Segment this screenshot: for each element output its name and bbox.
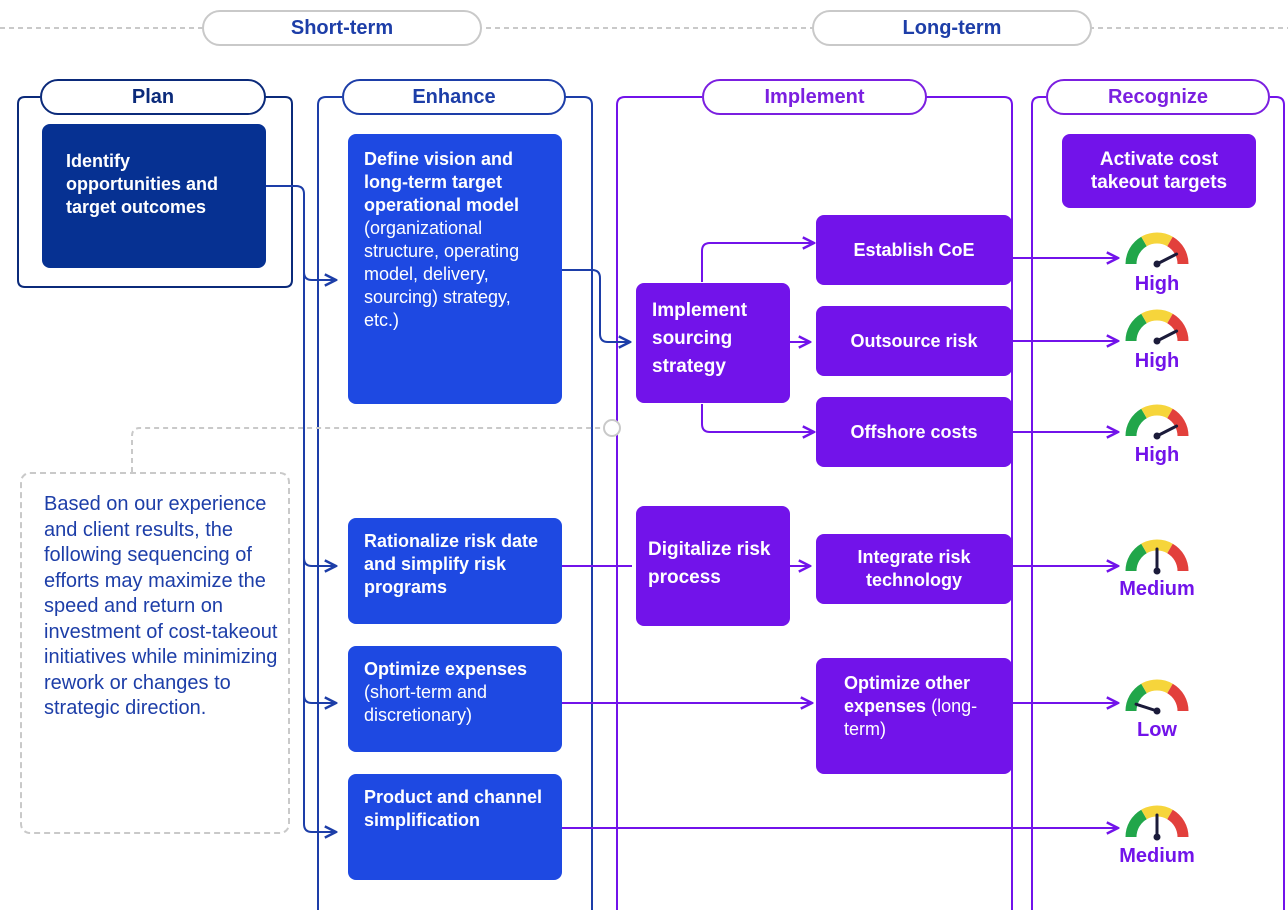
gauge-needle [1155, 424, 1179, 438]
note-connector-end [603, 419, 621, 437]
digitalize-risk-box: Digitalize risk process [636, 506, 790, 626]
rating-label: Medium [1119, 845, 1195, 867]
gauge-yellow-segment [1141, 404, 1173, 419]
gauge-yellow-segment [1141, 539, 1173, 554]
vision-to-sourcing [562, 269, 630, 342]
rating-label: High [1134, 350, 1180, 372]
rationalize-risk-box: Rationalize risk date and simplify risk … [348, 518, 562, 624]
short-term-label: Short-term [202, 10, 482, 46]
optimize-expenses-detail: (short-term and discretionary) [364, 682, 488, 725]
sourcing-to-offshore [701, 404, 814, 432]
outsource-risk-box: Outsource risk [816, 306, 1012, 376]
gauge-red-segment [1166, 236, 1189, 265]
gauge-green-segment [1125, 313, 1148, 342]
gauge-yellow-segment [1141, 679, 1173, 694]
gauge-icon [1125, 805, 1189, 841]
gauge-needle [1134, 702, 1159, 713]
phase-implement: Implement [702, 79, 927, 115]
gauge-green-segment [1125, 683, 1148, 712]
establish-coe-box: Establish CoE [816, 215, 1012, 285]
optimize-other-title: Optimize other expenses [844, 673, 971, 716]
plan-to-rationalize [303, 557, 336, 566]
integrate-risk-box: Integrate risk technology [816, 534, 1012, 604]
product-channel-box: Product and channel simplification [348, 774, 562, 880]
activate-targets-box: Activate cost takeout targets [1062, 134, 1256, 208]
define-vision-title: Define vision and long-term target opera… [364, 149, 520, 215]
gauge-green-segment [1125, 809, 1148, 838]
gauge-red-segment [1166, 543, 1189, 572]
methodology-note: Based on our experience and client resul… [20, 472, 290, 834]
rating-label: Low [1137, 719, 1177, 741]
rationalize-risk-text: Rationalize risk date and simplify risk … [364, 531, 539, 597]
identify-opportunities-text: Identify opportunities and target outcom… [66, 151, 218, 217]
digitalize-risk-text: Digitalize risk process [648, 539, 771, 588]
gauge-icon [1125, 539, 1189, 575]
enhance-column-frame [317, 96, 593, 910]
define-vision-box: Define vision and long-term target opera… [348, 134, 562, 404]
long-term-label: Long-term [812, 10, 1092, 46]
gauge-red-segment [1166, 408, 1189, 437]
gauge-needle [1155, 252, 1179, 266]
gauge-hub [1153, 833, 1161, 841]
gauge-icon [1125, 309, 1189, 345]
optimize-other-box: Optimize other expenses (long-term) [816, 658, 1012, 774]
implement-sourcing-text: Implement sourcing strategy [652, 300, 748, 377]
rating-label: Medium [1119, 578, 1195, 600]
gauge-green-segment [1125, 236, 1148, 265]
optimize-expenses-title: Optimize expenses [364, 659, 528, 679]
gauge-hub [1153, 432, 1161, 440]
rating-label: High [1134, 444, 1180, 466]
gauge-icon [1125, 679, 1189, 715]
gauge-green-segment [1125, 408, 1148, 437]
phase-plan: Plan [40, 79, 266, 115]
integrate-risk-text: Integrate risk technology [857, 547, 971, 590]
optimize-expenses-box: Optimize expenses (short-term and discre… [348, 646, 562, 752]
establish-coe-text: Establish CoE [853, 239, 975, 260]
implement-column-frame [616, 96, 1013, 910]
activate-targets-text: Activate cost takeout targets [1090, 149, 1228, 193]
offshore-costs-box: Offshore costs [816, 397, 1012, 467]
methodology-note-text: Based on our experience and client resul… [44, 493, 278, 719]
plan-column-frame [17, 96, 293, 288]
gauge-needle [1155, 329, 1179, 343]
phase-recognize: Recognize [1046, 79, 1270, 115]
gauge-red-segment [1166, 683, 1189, 712]
offshore-costs-text: Offshore costs [850, 421, 978, 442]
identify-opportunities-box: Identify opportunities and target outcom… [42, 124, 266, 268]
gauge-hub [1153, 337, 1161, 345]
product-channel-text: Product and channel simplification [364, 787, 543, 830]
sourcing-to-coe [701, 243, 814, 282]
rating-label: High [1134, 273, 1180, 295]
plan-to-vision [303, 271, 336, 280]
define-vision-detail: (organizational structure, operating mod… [364, 218, 520, 330]
gauge-icon [1125, 232, 1189, 268]
implement-sourcing-box: Implement sourcing strategy [636, 283, 790, 403]
note-connector [131, 427, 605, 472]
gauge-yellow-segment [1141, 805, 1173, 820]
outsource-risk-text: Outsource risk [850, 330, 978, 351]
gauge-hub [1153, 567, 1161, 575]
recognize-column-frame [1031, 96, 1285, 910]
gauge-yellow-segment [1141, 232, 1173, 247]
gauge-green-segment [1125, 543, 1148, 572]
plan-to-optimize [303, 694, 336, 703]
plan-trunk [266, 185, 336, 832]
optimize-other-detail: (long-term) [844, 696, 978, 739]
gauge-icon [1125, 404, 1189, 440]
gauge-red-segment [1166, 809, 1189, 838]
gauge-hub [1153, 707, 1161, 715]
gauge-hub [1153, 260, 1161, 268]
phase-enhance: Enhance [342, 79, 566, 115]
gauge-yellow-segment [1141, 309, 1173, 324]
gauge-red-segment [1166, 313, 1189, 342]
